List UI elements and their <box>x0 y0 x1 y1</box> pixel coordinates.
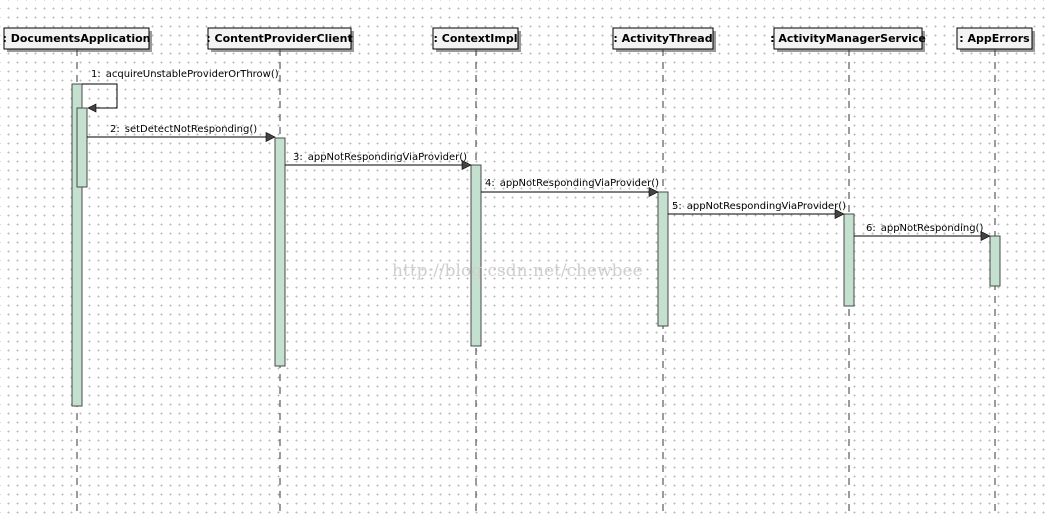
lifeline-app-errors[interactable]: : AppErrors <box>956 27 1035 515</box>
lifeline-documents-application[interactable]: : DocumentsApplication <box>3 27 153 515</box>
lifeline-activity-thread[interactable]: : ActivityThread <box>612 27 716 515</box>
arrowhead-icon <box>87 103 97 113</box>
arrowhead-icon <box>980 231 991 241</box>
arrowhead-icon <box>834 209 845 219</box>
message-label: 6:appNotResponding() <box>866 223 983 234</box>
lifeline-title: : ContextImpl <box>434 32 518 45</box>
lifeline-title: : ContentProviderClient <box>206 32 352 45</box>
message-4[interactable]: 4:appNotRespondingViaProvider() <box>481 178 659 197</box>
message-5[interactable]: 5:appNotRespondingViaProvider() <box>668 201 846 219</box>
activation-context-impl[interactable] <box>470 164 482 347</box>
lifeline-activity-manager-service[interactable]: : ActivityManagerService <box>770 27 926 515</box>
lifeline-title: : ActivityManagerService <box>770 32 926 45</box>
message-1[interactable]: 1:acquireUnstableProviderOrThrow() <box>82 69 279 113</box>
activation-app-errors[interactable] <box>989 235 1001 287</box>
activation-activity-thread[interactable] <box>657 191 669 327</box>
message-6[interactable]: 6:appNotResponding() <box>854 223 991 241</box>
activation-documents-application-nested[interactable] <box>76 107 88 188</box>
message-label: 3:appNotRespondingViaProvider() <box>293 152 467 163</box>
message-label: 2:setDetectNotResponding() <box>110 124 257 135</box>
lifeline-context-impl[interactable]: : ContextImpl <box>432 27 521 515</box>
lifeline-title: : DocumentsApplication <box>3 32 151 45</box>
message-2[interactable]: 2:setDetectNotResponding() <box>87 124 276 142</box>
message-3[interactable]: 3:appNotRespondingViaProvider() <box>285 152 472 170</box>
lifeline-header[interactable] <box>773 27 923 50</box>
activation-documents-application[interactable] <box>71 83 83 407</box>
message-label: 5:appNotRespondingViaProvider() <box>672 201 846 212</box>
lifeline-content-provider-client[interactable]: : ContentProviderClient <box>206 27 354 515</box>
watermark-text: http://blog.csdn.net/chewbee <box>392 261 643 281</box>
arrowhead-icon <box>265 132 276 142</box>
message-arrow-line <box>82 83 118 109</box>
lifeline-title: : AppErrors <box>959 32 1030 45</box>
arrowhead-icon <box>461 160 472 170</box>
arrowhead-icon <box>648 187 659 197</box>
activation-content-provider-client[interactable] <box>274 137 286 367</box>
message-label: 1:acquireUnstableProviderOrThrow() <box>91 69 279 80</box>
lifeline-title: : ActivityThread <box>613 32 712 45</box>
message-label: 4:appNotRespondingViaProvider() <box>485 178 659 189</box>
activation-activity-manager-service[interactable] <box>843 213 855 307</box>
